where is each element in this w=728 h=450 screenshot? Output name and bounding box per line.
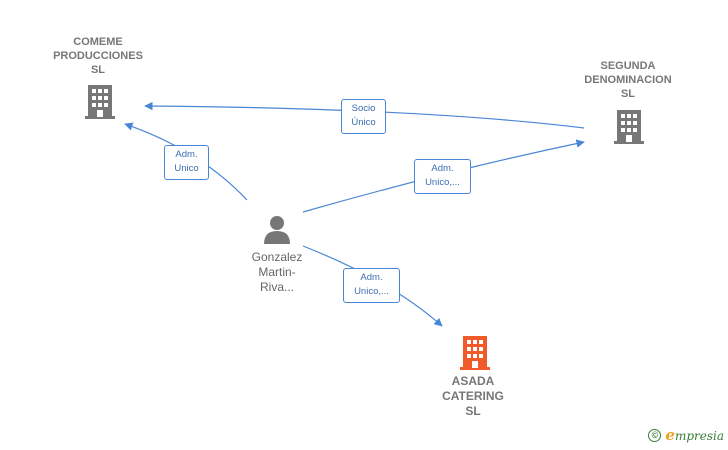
person-icon[interactable] bbox=[262, 214, 292, 244]
node-label-line: DENOMINACION bbox=[584, 74, 672, 86]
node-label-line: ASADA bbox=[451, 374, 495, 388]
edge-label-adm-unico-segunda[interactable]: Adm. Unico,... bbox=[414, 159, 471, 194]
node-label-line: CATERING bbox=[442, 389, 504, 403]
node-label-person[interactable]: Gonzalez Martin- Riva... bbox=[227, 250, 327, 295]
edge-label-adm-unico[interactable]: Adm. Unico bbox=[164, 145, 209, 180]
node-label-line: SEGUNDA bbox=[600, 60, 656, 72]
node-label-line: SL bbox=[620, 88, 636, 100]
node-label-line: COMEME bbox=[73, 36, 123, 48]
building-icon[interactable] bbox=[460, 336, 490, 370]
brand-logo: © empresia bbox=[648, 426, 724, 444]
edge-label-line: Unico,... bbox=[425, 177, 460, 188]
node-label-asada[interactable]: ASADA CATERING SL bbox=[423, 374, 523, 419]
edge-label-line: Adm. bbox=[175, 149, 198, 160]
brand-name: mpresia bbox=[674, 429, 724, 443]
building-icon[interactable] bbox=[85, 85, 115, 119]
edge-label-adm-unico-asada[interactable]: Adm. Unico,... bbox=[343, 268, 400, 303]
node-label-comeme[interactable]: COMEME PRODUCCIONES SL bbox=[48, 35, 148, 77]
edge-segunda-to-comeme bbox=[144, 101, 585, 129]
node-label-line: SL bbox=[90, 64, 106, 76]
edge-label-socio-unico[interactable]: Socio Único bbox=[341, 99, 386, 134]
edge-label-line: Unico bbox=[174, 163, 199, 174]
node-label-line: Gonzalez bbox=[251, 250, 303, 264]
node-label-segunda[interactable]: SEGUNDA DENOMINACION SL bbox=[578, 59, 678, 101]
node-label-line: SL bbox=[465, 404, 481, 418]
node-label-line: Riva... bbox=[259, 280, 294, 294]
node-label-line: PRODUCCIONES bbox=[53, 50, 143, 62]
edge-label-line: Adm. bbox=[360, 272, 383, 283]
edge-label-line: Único bbox=[351, 117, 376, 128]
brand-initial: e bbox=[665, 426, 675, 444]
copyright-icon: © bbox=[648, 428, 662, 442]
node-label-line: Martin- bbox=[258, 265, 296, 279]
edge-label-line: Unico,... bbox=[354, 286, 389, 297]
edge-label-line: Socio bbox=[351, 103, 376, 114]
edge-label-line: Adm. bbox=[431, 163, 454, 174]
building-icon[interactable] bbox=[614, 110, 644, 144]
